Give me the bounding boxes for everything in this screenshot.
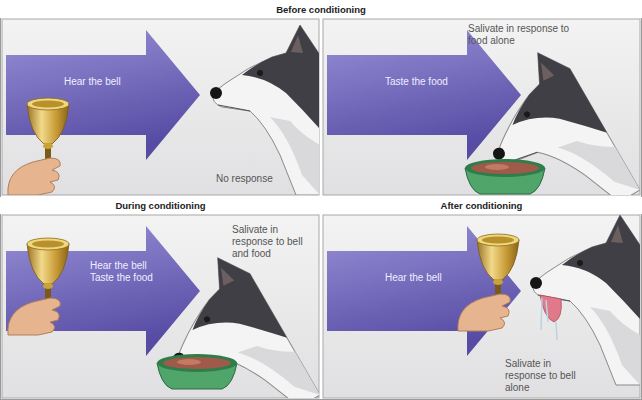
- food-bowl: [157, 354, 237, 389]
- response-label: Salivate in response to food alone: [468, 23, 572, 47]
- stimulus-text: Taste the food: [90, 272, 142, 284]
- dog-tongue: [540, 295, 561, 322]
- dog-head: [460, 43, 640, 195]
- arrow-shape: [327, 30, 521, 160]
- arrow-shape: [6, 30, 200, 160]
- section-title: During conditioning: [115, 200, 205, 211]
- response-label-box: Salivate in response to bell alone: [505, 358, 591, 394]
- panel: [2, 19, 319, 195]
- panel-before-food: [460, 43, 640, 195]
- response-label: No response: [216, 173, 282, 185]
- response-label-box: Salivate in response to food alone: [468, 23, 572, 47]
- bell-in-hand: [8, 238, 69, 335]
- stimulus-text: Hear the bell: [90, 260, 142, 272]
- arrow-text-group: Taste the food: [385, 76, 463, 88]
- stimulus-text: Hear the bell: [64, 76, 142, 88]
- panel-before-bell: [8, 25, 319, 195]
- section-title: After conditioning: [441, 200, 523, 211]
- dog-head: [140, 248, 319, 398]
- bell-in-hand: [8, 98, 69, 195]
- panel-during: [8, 238, 319, 398]
- saliva-drops: [541, 298, 557, 340]
- arrow-text-group: Hear the bellTaste the food: [90, 260, 142, 284]
- arrow-body: [6, 30, 200, 160]
- stimulus-text: Hear the bell: [385, 272, 463, 284]
- section-header: After conditioning: [321, 197, 642, 214]
- panel: [323, 215, 640, 398]
- response-label: Salivate in response to bell and food: [232, 224, 318, 260]
- food-bowl: [465, 159, 545, 194]
- section-header: Before conditioning: [0, 0, 642, 18]
- section-header: During conditioning: [0, 197, 321, 214]
- arrow-text-group: Hear the bell: [385, 272, 463, 284]
- stimulus-arrow: Hear the bell: [6, 30, 200, 160]
- arrow-text-group: Hear the bell: [64, 76, 142, 88]
- response-label: Salivate in response to bell alone: [505, 358, 591, 394]
- arrow-body: [6, 226, 200, 356]
- bell-in-hand: [458, 234, 519, 331]
- section-title: Before conditioning: [276, 4, 366, 15]
- response-label-box: Salivate in response to bell and food: [232, 224, 318, 260]
- arrow-body: [327, 30, 521, 160]
- arrow-body: [327, 226, 521, 356]
- response-label-box: No response: [216, 173, 282, 185]
- dog-head: [210, 25, 319, 195]
- stimulus-text: Taste the food: [385, 76, 463, 88]
- stimulus-arrow: Taste the food: [327, 30, 521, 160]
